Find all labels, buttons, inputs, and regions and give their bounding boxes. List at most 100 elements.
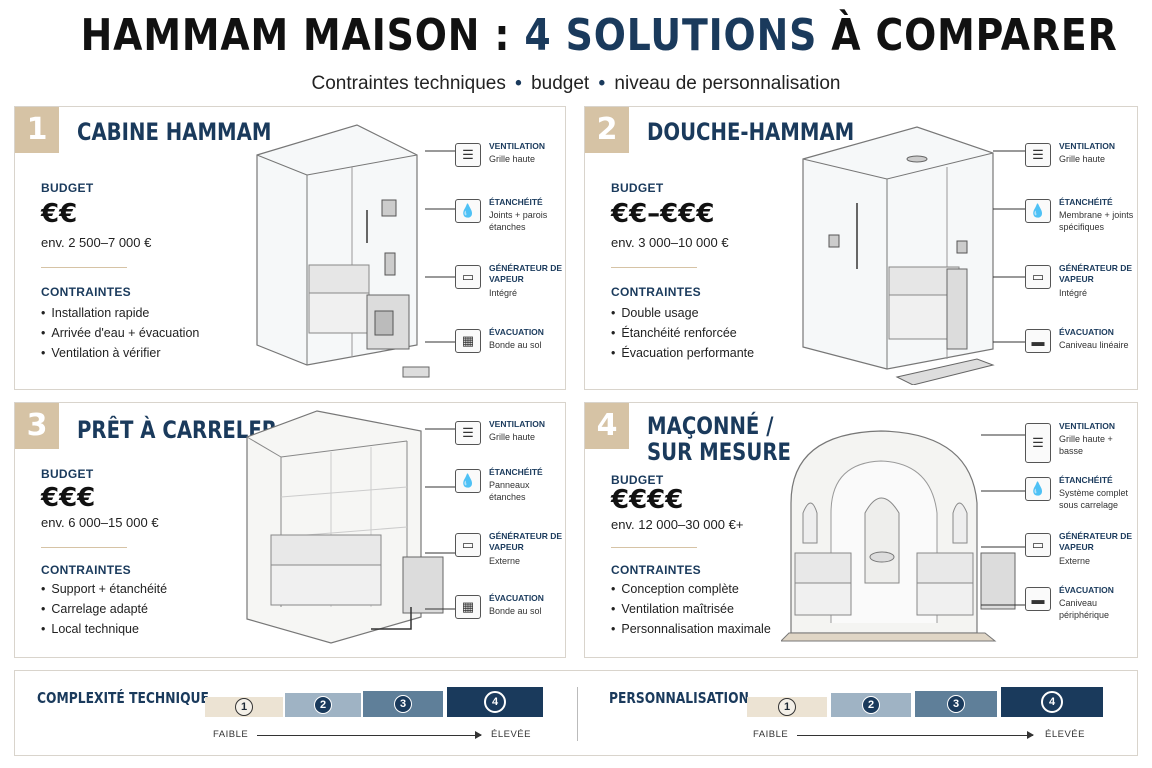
list-item: Carrelage adapté	[41, 599, 167, 619]
title-part2: À COMPARER	[817, 10, 1118, 61]
feature-name: ÉVACUATION	[1059, 585, 1114, 595]
scale-step-3: 3	[915, 691, 997, 717]
subtitle-separator: •	[515, 73, 522, 94]
steam-generator-icon: ▭	[1025, 265, 1051, 289]
feature-name: GÉNÉRATEUR DE VAPEUR	[1059, 531, 1133, 552]
feature-name: VENTILATION	[1059, 141, 1116, 151]
constraints-label: CONTRAINTES	[611, 285, 701, 299]
panel-title: PRÊT À CARRELER	[77, 416, 277, 444]
feature-desc: Bonde au sol	[489, 606, 542, 616]
drop-icon: 💧	[455, 469, 481, 493]
vent-icon: ☰	[1025, 143, 1051, 167]
drop-icon: 💧	[455, 199, 481, 223]
feature-name: GÉNÉRATEUR DE VAPEUR	[1059, 263, 1133, 284]
budget-symbol: €€–€€€	[611, 199, 715, 229]
feature-name: ÉTANCHÉITÉ	[489, 467, 543, 477]
feature-name: ÉVACUATION	[489, 593, 544, 603]
feature-desc: Grille haute + basse	[1059, 434, 1113, 456]
panel-title: MAÇONNÉ / SUR MESURE	[647, 412, 791, 466]
constraints-list: Installation rapide Arrivée d'eau + évac…	[41, 303, 199, 363]
constraints-label: CONTRAINTES	[41, 285, 131, 299]
feature-name: ÉTANCHÉITÉ	[489, 197, 543, 207]
list-item: Évacuation performante	[611, 343, 754, 363]
budget-symbol: €€	[41, 199, 78, 229]
feature-desc: Caniveau linéaire	[1059, 340, 1129, 350]
tile-ready-illustration	[246, 410, 444, 644]
callout-lines	[993, 150, 1027, 343]
constraints-list: Support + étanchéité Carrelage adapté Lo…	[41, 579, 167, 639]
scale-step-1: 1	[747, 697, 827, 717]
scale-step-2: 2	[831, 693, 911, 717]
constraints-list: Conception complète Ventilation maîtrisé…	[611, 579, 771, 639]
page-title: HAMMAM MAISON : 4 SOLUTIONS À COMPARER	[81, 10, 1117, 61]
budget-symbol: €€€	[41, 483, 96, 513]
budget-label: BUDGET	[611, 181, 664, 195]
vent-icon: ☰	[1025, 423, 1051, 463]
budget-label: BUDGET	[41, 181, 94, 195]
list-item: Conception complète	[611, 579, 771, 599]
budget-range: env. 3 000–10 000 €	[611, 235, 729, 250]
constraints-list: Double usage Étanchéité renforcée Évacua…	[611, 303, 754, 363]
feature-desc: Intégré	[1059, 288, 1088, 298]
feature-desc: Grille haute	[489, 154, 536, 164]
budget-label: BUDGET	[611, 473, 664, 487]
subtitle-part: niveau de personnalisation	[614, 73, 841, 94]
panel-number: 3	[15, 403, 59, 449]
callout-lines	[425, 150, 457, 343]
feature-name: ÉVACUATION	[1059, 327, 1114, 337]
drop-icon: 💧	[1025, 477, 1051, 501]
panel-douche-hammam: 2 DOUCHE-HAMMAM BUDGET €€–€€€ env. 3 000…	[584, 106, 1138, 390]
divider	[577, 687, 578, 741]
scale-label-complexite: COMPLEXITÉ TECHNIQUE	[37, 689, 209, 707]
budget-symbol: €€€€	[611, 485, 684, 515]
step-number: 4	[1041, 691, 1063, 713]
divider	[611, 267, 697, 268]
steam-generator-icon: ▭	[1025, 533, 1051, 557]
feature-name: GÉNÉRATEUR DE VAPEUR	[489, 263, 563, 284]
feature-name: ÉTANCHÉITÉ	[1059, 475, 1113, 485]
list-item: Étanchéité renforcée	[611, 323, 754, 343]
panel-number: 1	[15, 107, 59, 153]
list-item: Double usage	[611, 303, 754, 323]
panel-title: CABINE HAMMAM	[77, 118, 272, 146]
vent-icon: ☰	[455, 143, 481, 167]
step-number: 2	[314, 696, 332, 714]
panel-number: 2	[585, 107, 629, 153]
title-accent: 4 SOLUTIONS	[524, 10, 818, 61]
feature-name: GÉNÉRATEUR DE VAPEUR	[489, 531, 563, 552]
subtitle-separator: •	[598, 73, 606, 94]
feature-desc: Intégré	[489, 288, 518, 298]
vent-icon: ☰	[455, 421, 481, 445]
scale-step-2: 2	[285, 693, 361, 717]
scale-high-label: ÉLEVÉE	[491, 729, 531, 740]
list-item: Ventilation maîtrisée	[611, 599, 771, 619]
step-number: 2	[862, 696, 880, 714]
linear-drain-icon: ▬	[1025, 329, 1051, 353]
feature-desc: Système complet sous carrelage	[1059, 488, 1129, 510]
feature-name: ÉTANCHÉITÉ	[1059, 197, 1113, 207]
step-number: 1	[235, 698, 253, 716]
feature-desc: Externe	[489, 556, 521, 566]
scale-label-personnalisation: PERSONNALISATION	[609, 689, 749, 707]
scale-high-label: ÉLEVÉE	[1045, 729, 1085, 740]
feature-desc: Grille haute	[489, 432, 536, 442]
constraints-label: CONTRAINTES	[41, 563, 131, 577]
list-item: Local technique	[41, 619, 167, 639]
shower-illustration	[802, 126, 995, 385]
drain-icon: ▦	[455, 595, 481, 619]
scale-step-4: 4	[1001, 687, 1103, 717]
feature-name: VENTILATION	[1059, 421, 1116, 431]
budget-range: env. 6 000–15 000 €	[41, 515, 159, 530]
list-item: Personnalisation maximale	[611, 619, 770, 639]
list-item: Support + étanchéité	[41, 579, 167, 599]
scales-bar: COMPLEXITÉ TECHNIQUE 1 2 3 4 FAIBLE ÉLEV…	[14, 670, 1138, 756]
panel-pret-a-carreler: 3 PRÊT À CARRELER BUDGET €€€ env. 6 000–…	[14, 402, 566, 658]
page-subtitle: Contraintes techniques • budget • niveau…	[0, 73, 1152, 95]
step-number: 4	[484, 691, 506, 713]
feature-desc: Grille haute	[1059, 154, 1106, 164]
scale-step-4: 4	[447, 687, 543, 717]
feature-desc: Bonde au sol	[489, 340, 542, 350]
divider	[41, 547, 127, 548]
list-item: Arrivée d'eau + évacuation	[41, 323, 199, 343]
callout-lines	[425, 428, 457, 610]
